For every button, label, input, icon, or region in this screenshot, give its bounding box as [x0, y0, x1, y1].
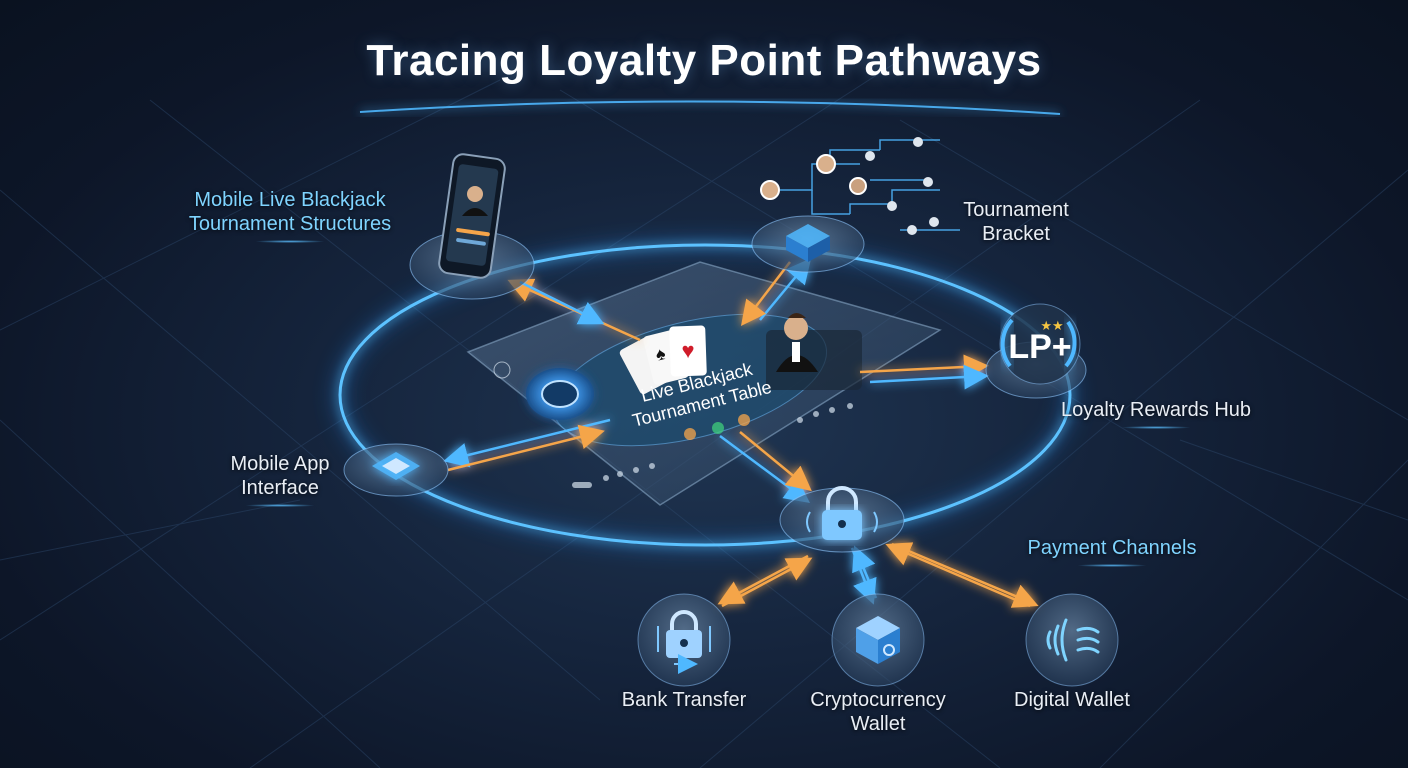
lp-plus-badge-icon: LP+ [1008, 328, 1071, 366]
mobile-structures-text: Mobile Live Blackjack Tournament Structu… [189, 189, 391, 235]
mobile-structures-label: Mobile Live Blackjack Tournament Structu… [160, 188, 420, 243]
mobile-app-label: Mobile App Interface [218, 452, 342, 507]
title-underline [360, 101, 1060, 114]
mobile-app-text: Mobile App Interface [231, 453, 330, 499]
casino-chip-icon [526, 368, 594, 420]
page-title: Tracing Loyalty Point Pathways [0, 36, 1408, 86]
payment-channels-label: Payment Channels [1010, 536, 1214, 567]
bank-transfer-node [638, 594, 730, 686]
crypto-wallet-label: Cryptocurrency Wallet [796, 688, 960, 736]
loyalty-hub-label: Loyalty Rewards Hub [1040, 398, 1272, 429]
loyalty-hub-text: Loyalty Rewards Hub [1061, 399, 1251, 421]
digital-wallet-text: Digital Wallet [1014, 689, 1130, 711]
digital-wallet-label: Digital Wallet [996, 688, 1148, 712]
mobile-structures-node [410, 153, 534, 299]
tournament-bracket-text: Tournament Bracket [963, 199, 1069, 245]
crypto-wallet-text: Cryptocurrency Wallet [810, 689, 946, 735]
crypto-wallet-node [832, 594, 924, 686]
mobile-app-node [344, 444, 448, 496]
svg-text:♥: ♥ [681, 338, 694, 363]
tournament-bracket-node [752, 137, 960, 272]
bank-transfer-label: Bank Transfer [604, 688, 764, 712]
payment-channels-text: Payment Channels [1028, 537, 1197, 559]
payment-hub-node [780, 488, 904, 552]
bank-transfer-text: Bank Transfer [622, 689, 747, 711]
tournament-bracket-label: Tournament Bracket [946, 198, 1086, 246]
digital-wallet-node [1026, 594, 1118, 686]
